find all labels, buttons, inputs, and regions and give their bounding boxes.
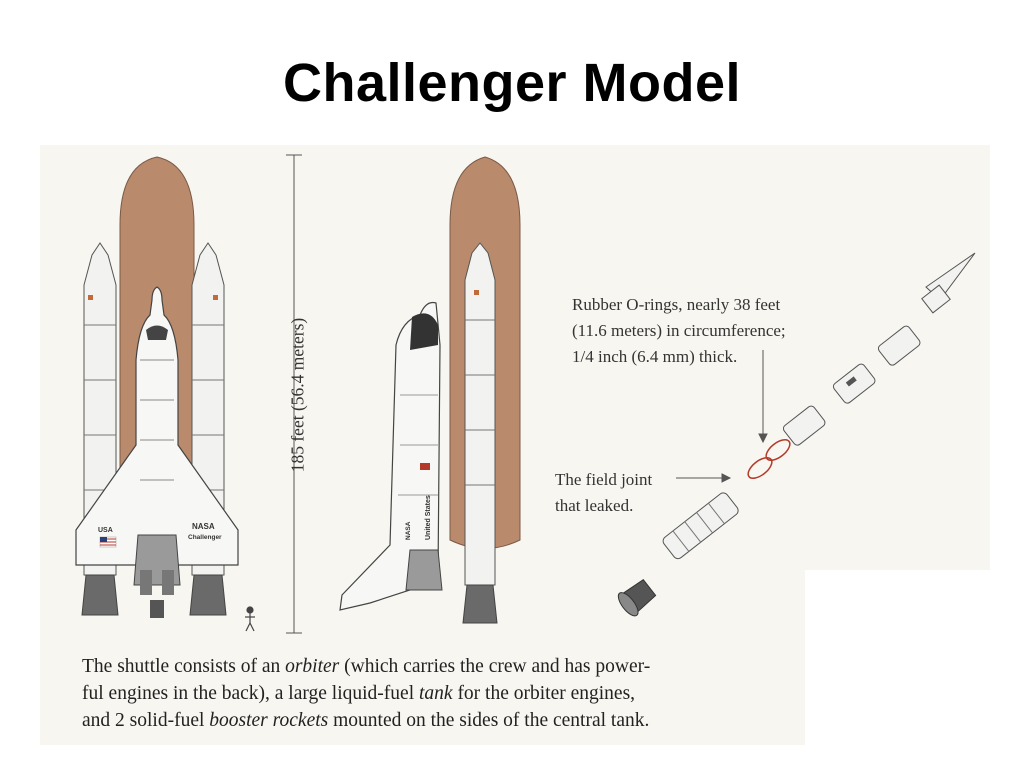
orings-callout-line: (11.6 meters) in circumference; xyxy=(572,321,786,340)
side-nasa-marking: NASA xyxy=(405,521,412,540)
caption-text: ful engines in the back), a large liquid… xyxy=(82,683,419,704)
front-usa-marking: USA xyxy=(98,527,113,534)
side-orbiter xyxy=(339,301,441,611)
front-right-booster-nozzle xyxy=(189,574,227,616)
slide-title: Challenger Model xyxy=(282,53,742,113)
field-joint-callout-line: The field joint xyxy=(555,470,653,489)
caption-term-tank: tank xyxy=(418,683,453,704)
height-dimension xyxy=(286,154,302,634)
field-joint-callout-line: that leaked. xyxy=(555,496,634,515)
exploded-segment xyxy=(782,405,826,446)
orings-callout-line: Rubber O-rings, nearly 38 feet xyxy=(572,295,781,314)
exploded-segment xyxy=(832,363,876,404)
shuttle-diagram: USA NASA Challenger xyxy=(40,145,990,745)
field-joint-arrow xyxy=(676,473,732,483)
front-left-booster-nozzle xyxy=(81,574,119,616)
caption-text: (which carries the crew and has power- xyxy=(339,656,651,677)
exploded-aft-segment xyxy=(662,492,739,560)
front-challenger-marking: Challenger xyxy=(188,534,222,541)
figure-caption: The shuttle consists of an orbiter (whic… xyxy=(82,653,782,734)
diagram-drawing: USA NASA Challenger xyxy=(75,154,976,634)
side-view-stack: United States NASA xyxy=(339,156,521,624)
oring-arrow xyxy=(758,350,768,444)
caption-term-orbiter: orbiter xyxy=(285,656,340,677)
exploded-segment xyxy=(877,325,921,366)
caption-text: mounted on the sides of the central tank… xyxy=(328,710,650,731)
caption-text: for the orbiter engines, xyxy=(452,683,636,704)
us-flag-icon xyxy=(99,536,117,548)
orings-callout-line: 1/4 inch (6.4 mm) thick. xyxy=(572,347,738,366)
human-scale-icon xyxy=(245,606,255,632)
o-ring xyxy=(747,457,773,479)
height-label: 185 feet (56.4 meters) xyxy=(287,317,308,473)
o-ring xyxy=(765,439,791,461)
caption-term-boosters: booster rockets xyxy=(209,710,329,731)
caption-text: The shuttle consists of an xyxy=(82,656,286,677)
field-joint-callout: The field joint that leaked. xyxy=(555,467,652,519)
exploded-nozzle xyxy=(617,579,657,617)
orings-callout: Rubber O-rings, nearly 38 feet (11.6 met… xyxy=(572,292,786,370)
caption-text: and 2 solid-fuel xyxy=(82,710,210,731)
side-booster xyxy=(464,242,496,586)
figure-blank-area xyxy=(805,570,990,745)
front-orbiter xyxy=(75,286,239,566)
exploded-booster xyxy=(617,252,976,617)
side-booster-nozzle xyxy=(462,584,498,624)
side-united-states-marking: United States xyxy=(425,495,432,540)
front-view-stack: USA NASA Challenger xyxy=(75,156,255,632)
front-nasa-marking: NASA xyxy=(192,522,215,531)
